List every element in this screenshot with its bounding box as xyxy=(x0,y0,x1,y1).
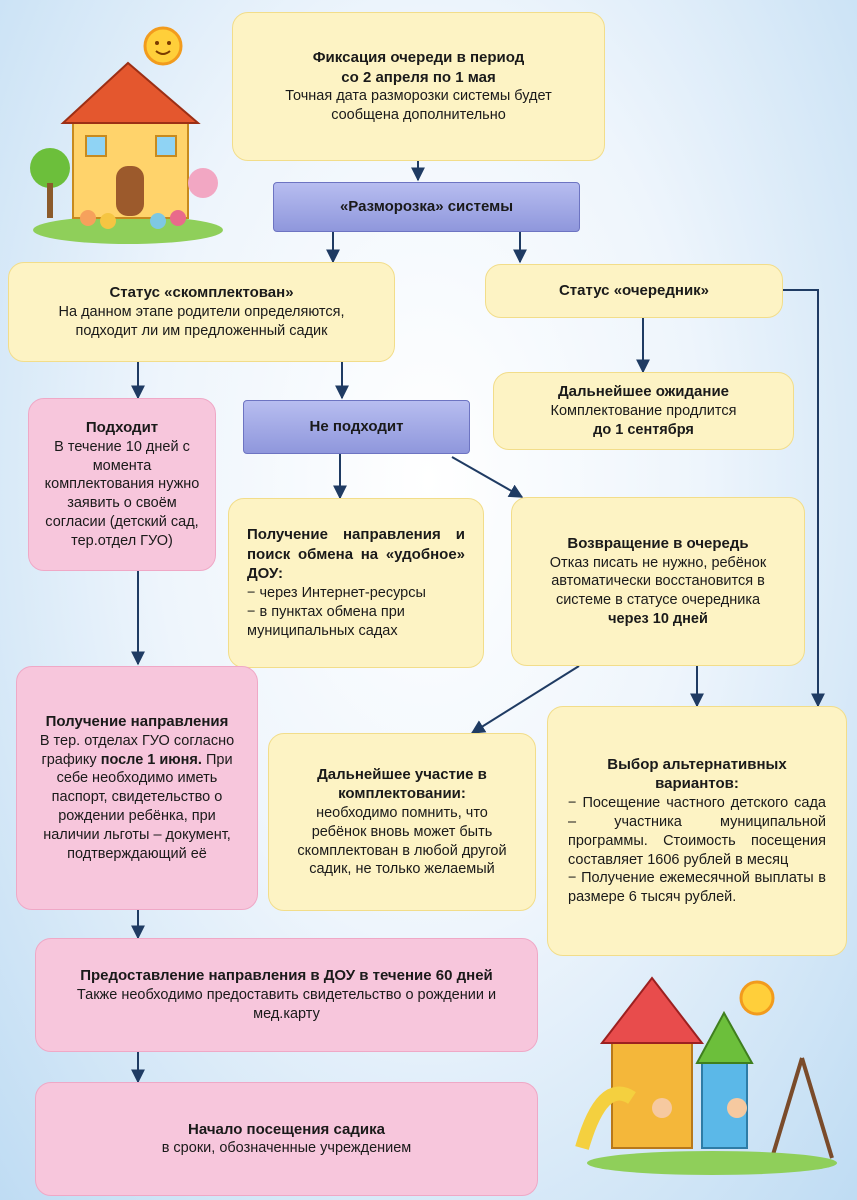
get-referral-text: В тер. отделах ГУО согласно графику посл… xyxy=(31,732,243,864)
get-referral-date: после 1 июня. xyxy=(100,751,202,768)
start-title: Начало посещения садика xyxy=(188,1120,385,1138)
return-queue-deadline: через 10 дней xyxy=(608,611,708,628)
waiting-text: Комплектование продлится xyxy=(550,402,737,419)
return-queue-box: Возвращение в очередь Отказ писать не ну… xyxy=(511,497,805,666)
fits-title: Подходит xyxy=(85,419,159,437)
get-referral-box: Получение направления В тер. отделах ГУО… xyxy=(16,666,258,910)
not-fits-label: Не подходит xyxy=(309,418,404,436)
exchange-title: Получение направления и поиск обмена на … xyxy=(247,526,465,583)
fits-box: Подходит В течение 10 дней с момента ком… xyxy=(28,398,216,571)
provide-box: Предоставление направления в ДОУ в течен… xyxy=(35,938,538,1052)
fits-text: В течение 10 дней с момента комплектован… xyxy=(44,438,200,549)
unfreeze-box: «Разморозка» системы xyxy=(273,182,580,232)
alternatives-item-2: − Получение ежемесячной выплаты в размер… xyxy=(568,870,826,906)
waiting-title: Дальнейшее ожидание xyxy=(557,383,730,401)
provide-text: Также необходимо предоставить свидетельс… xyxy=(76,986,497,1022)
further-text: необходимо помнить, что ребёнок вновь мо… xyxy=(297,804,507,878)
return-queue-text: Отказ писать не нужно, ребёнок автоматич… xyxy=(549,554,767,609)
exchange-box: Получение направления и поиск обмена на … xyxy=(228,498,484,668)
playground-illustration xyxy=(575,976,837,1175)
unfreeze-label: «Разморозка» системы xyxy=(339,198,514,216)
exchange-item-2: − в пунктах обмена при муниципальных сад… xyxy=(247,603,405,639)
freeze-title-2: со 2 апреля по 1 мая xyxy=(341,68,496,86)
status-complete-title: Статус «скомплектован» xyxy=(109,284,294,302)
get-referral-title: Получение направления xyxy=(45,713,229,731)
alternatives-box: Выбор альтернативных вариантов: − Посеще… xyxy=(547,706,847,956)
not-fits-box: Не подходит xyxy=(243,400,470,454)
get-referral-text-a: В тер. отделах ГУО согласно графику xyxy=(39,732,235,768)
get-referral-text-b: При себе необходимо иметь паспорт, свиде… xyxy=(43,751,233,862)
freeze-box: Фиксация очереди в период со 2 апреля по… xyxy=(232,12,605,161)
further-title: Дальнейшее участие в комплектовании: xyxy=(317,765,487,803)
further-box: Дальнейшее участие в комплектовании: нео… xyxy=(268,733,536,911)
status-complete-box: Статус «скомплектован» На данном этапе р… xyxy=(8,262,395,362)
alternatives-title: Выбор альтернативных вариантов: xyxy=(607,755,787,793)
start-text: в сроки, обозначенные учреждением xyxy=(161,1140,412,1157)
house-illustration xyxy=(30,26,223,244)
provide-title: Предоставление направления в ДОУ в течен… xyxy=(80,967,493,985)
start-box: Начало посещения садика в сроки, обознач… xyxy=(35,1082,538,1196)
status-queue-title: Статус «очередник» xyxy=(558,282,710,300)
alternatives-item-1: − Посещение частного детского сада – уча… xyxy=(568,794,826,868)
waiting-deadline: до 1 сентября xyxy=(593,421,694,438)
freeze-text: Точная дата разморозки системы будет соо… xyxy=(285,88,552,123)
waiting-box: Дальнейшее ожидание Комплектование продл… xyxy=(493,372,794,450)
status-complete-text: На данном этапе родители определяются, п… xyxy=(58,303,345,339)
freeze-title-1: Фиксация очереди в период xyxy=(312,49,525,67)
return-queue-title: Возвращение в очередь xyxy=(567,535,749,553)
exchange-item-1: − через Интернет-ресурсы xyxy=(247,584,426,601)
status-queue-box: Статус «очередник» xyxy=(485,264,783,318)
